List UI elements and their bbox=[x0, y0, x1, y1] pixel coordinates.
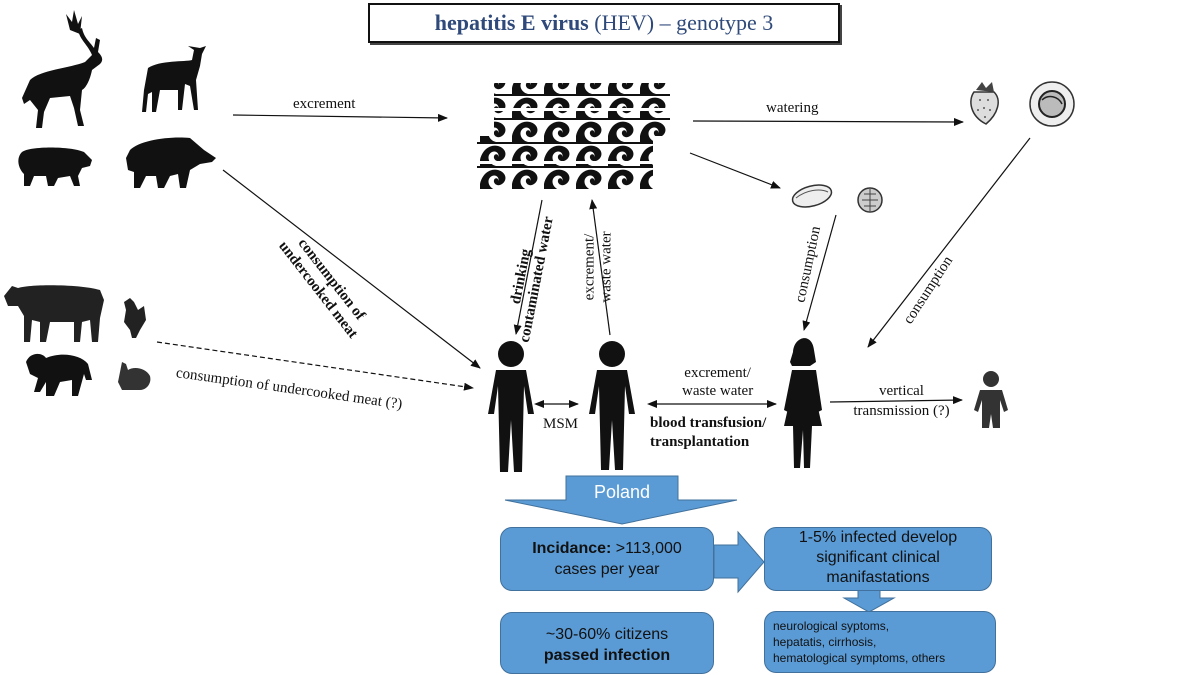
symptoms-box: neurological syptoms, hepatatis, cirrhos… bbox=[764, 611, 996, 673]
incidence-box: Incidance: >113,000 cases per year bbox=[500, 527, 714, 591]
red-deer-icon bbox=[22, 10, 103, 128]
symptoms-line3: hematological symptoms, others bbox=[773, 651, 946, 665]
arrow-water-to-shellfish bbox=[689, 152, 781, 189]
title-bold: hepatitis E virus bbox=[434, 10, 589, 35]
mussel-icon bbox=[791, 184, 833, 208]
label-vertical-line2: transmission (?) bbox=[853, 403, 950, 419]
incidence-sub: cases per year bbox=[554, 561, 660, 578]
label-human-excrement-line1: excrement/ bbox=[684, 365, 751, 381]
arrow-produce-consumption bbox=[867, 137, 1031, 348]
incidence-label: Incidance: bbox=[532, 540, 612, 557]
arrow-drinking-water bbox=[513, 199, 543, 335]
arrow-vertical bbox=[829, 396, 963, 405]
title-rest: (HEV) – genotype 3 bbox=[588, 10, 774, 35]
symptoms-line1: neurological syptoms, bbox=[773, 619, 890, 633]
clinical-line2: significant clinical bbox=[816, 549, 940, 566]
clinical-line3: manifastations bbox=[826, 569, 930, 586]
poland-header: Poland bbox=[593, 482, 651, 502]
cabbage-icon bbox=[1029, 81, 1075, 127]
label-vertical-transmission: vertical transmission (?) bbox=[844, 381, 959, 421]
label-msm: MSM bbox=[543, 416, 579, 432]
rabbit-icon bbox=[118, 362, 151, 390]
pig-icon bbox=[18, 147, 92, 186]
label-blood-transfusion: blood transfusion/ transplantation bbox=[650, 414, 766, 452]
clinical-box: 1-5% infected develop significant clinic… bbox=[764, 527, 992, 591]
label-blood-line2: transplantation bbox=[650, 434, 750, 450]
roe-deer-icon bbox=[142, 46, 206, 112]
cow-icon bbox=[4, 285, 104, 342]
incidence-value: >113,000 bbox=[611, 540, 682, 557]
label-excrement-waste-line2: waste water bbox=[598, 231, 615, 303]
man-icon bbox=[589, 341, 635, 470]
wild-boar-icon bbox=[126, 137, 216, 188]
arrow-undercooked-meat bbox=[222, 169, 481, 369]
chicken-icon bbox=[124, 298, 146, 338]
woman-icon bbox=[784, 338, 822, 468]
sheep-icon bbox=[26, 353, 92, 396]
passed-line1: ~30-60% citizens bbox=[545, 626, 669, 643]
water-waves-icon bbox=[477, 83, 670, 189]
passed-infection-box: ~30-60% citizens passed infection bbox=[500, 612, 714, 674]
label-excrement-waste: excrement/ waste water bbox=[582, 231, 616, 302]
label-blood-line1: blood transfusion/ bbox=[650, 415, 767, 431]
label-human-excrement-line2: waste water bbox=[682, 383, 754, 399]
symptoms-line2: hepatatis, cirrhosis, bbox=[773, 635, 877, 649]
strawberry-icon bbox=[970, 82, 999, 125]
arrow-excrement bbox=[232, 113, 448, 122]
label-vertical-line1: vertical bbox=[879, 383, 924, 399]
label-human-excrement: excrement/ waste water bbox=[682, 364, 753, 400]
arrow-watering bbox=[692, 117, 964, 126]
label-excrement: excrement bbox=[293, 96, 356, 112]
clinical-line1: 1-5% infected develop bbox=[798, 529, 958, 546]
right-block-arrow bbox=[713, 530, 765, 594]
scallop-icon bbox=[857, 187, 883, 213]
diagram-title: hepatitis E virus (HEV) – genotype 3 bbox=[368, 3, 840, 43]
arrow-shellfish-consumption bbox=[802, 214, 837, 331]
man-icon bbox=[488, 341, 534, 472]
label-excrement-waste-line1: excrement/ bbox=[581, 233, 598, 301]
label-watering: watering bbox=[766, 100, 819, 116]
poland-block-arrow bbox=[504, 475, 738, 525]
passed-line2: passed infection bbox=[543, 647, 671, 664]
child-icon bbox=[974, 371, 1008, 428]
arrow-excrement-to-water bbox=[589, 199, 611, 336]
down-block-arrow bbox=[842, 589, 896, 613]
arrow-undercooked-meat-dashed bbox=[156, 341, 474, 391]
